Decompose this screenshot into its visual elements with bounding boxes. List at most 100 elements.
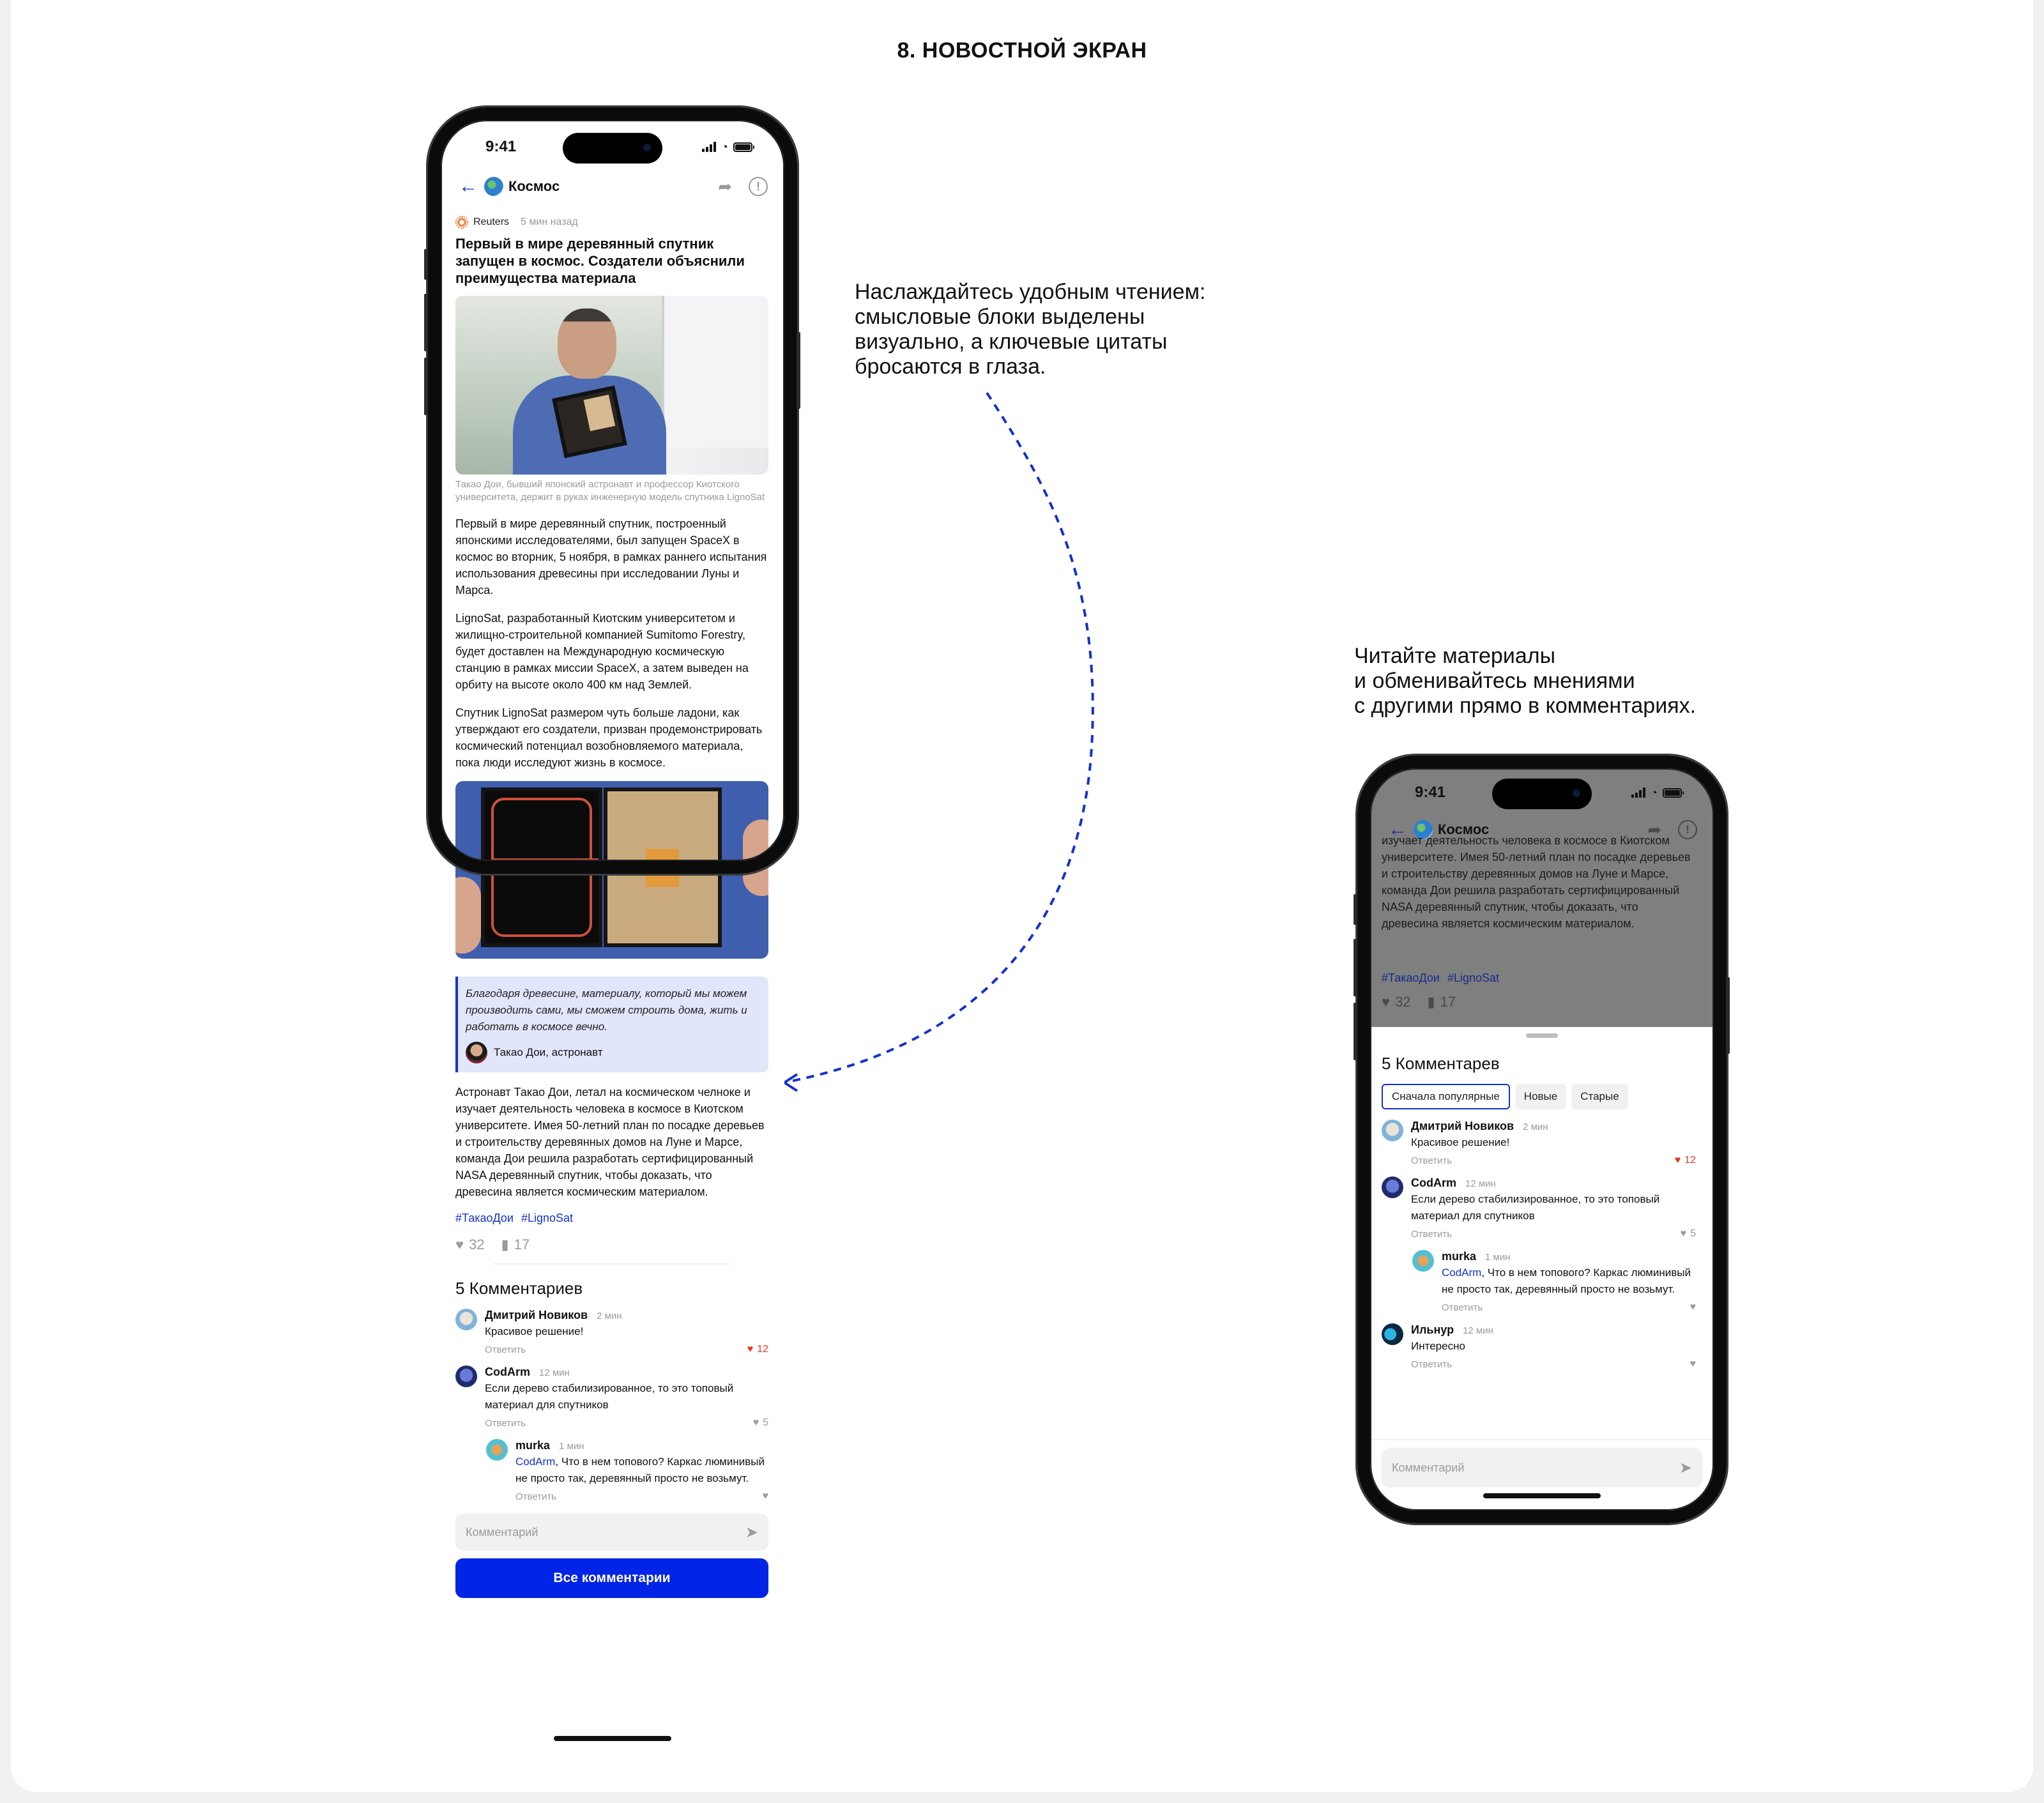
tags: #ТакаоДои #LignoSat bbox=[455, 1212, 768, 1225]
reply-button[interactable]: Ответить bbox=[1411, 1155, 1453, 1166]
reply-button[interactable]: Ответить bbox=[1411, 1228, 1453, 1240]
report-icon[interactable]: ! bbox=[1678, 820, 1697, 839]
reply-button[interactable]: Ответить bbox=[485, 1417, 526, 1429]
comment-author[interactable]: CodArm bbox=[485, 1366, 530, 1378]
mention-link[interactable]: CodArm bbox=[1442, 1267, 1482, 1279]
heart-icon: ♥ bbox=[1680, 1228, 1687, 1239]
globe-icon bbox=[484, 177, 503, 196]
comment-author[interactable]: Ильнур bbox=[1411, 1323, 1454, 1336]
comment-like-button[interactable]: ♥ bbox=[1690, 1358, 1697, 1370]
reply-button[interactable]: Ответить bbox=[485, 1344, 526, 1355]
tag-link[interactable]: #ТакаоДои bbox=[1382, 971, 1440, 984]
comment-text: CodArm, Что в нем топового? Каркас люмин… bbox=[515, 1454, 768, 1487]
mention-link[interactable]: CodArm bbox=[515, 1456, 556, 1468]
comment-time: 12 мин bbox=[1465, 1178, 1496, 1189]
status-bar: 9:41 ◔ bbox=[441, 128, 784, 166]
send-icon[interactable]: ➤ bbox=[1679, 1459, 1692, 1477]
phone-side-button bbox=[1726, 977, 1730, 1054]
comment-item: CodArm 12 мин Если дерево стабилизированн… bbox=[455, 1366, 768, 1429]
avatar[interactable] bbox=[1412, 1250, 1434, 1272]
sort-chip-new[interactable]: Новые bbox=[1514, 1084, 1567, 1109]
comment-input[interactable]: Комментарий ➤ bbox=[455, 1514, 768, 1551]
bookmark-icon: ▮ bbox=[1427, 994, 1435, 1010]
wifi-icon: ◔ bbox=[1651, 786, 1658, 799]
nav-bar: ← Космос ➦ ! bbox=[441, 167, 784, 206]
bookmark-button[interactable]: ▮17 bbox=[1428, 994, 1456, 1010]
share-icon[interactable]: ➦ bbox=[718, 176, 732, 196]
tag-link[interactable]: #LignoSat bbox=[521, 1212, 574, 1224]
source-name[interactable]: Reuters bbox=[473, 217, 510, 227]
comments-sheet: 5 Комментарев Сначала популярные Новые С… bbox=[1370, 1027, 1714, 1510]
sort-chip-popular[interactable]: Сначала популярные bbox=[1382, 1084, 1510, 1109]
all-comments-button[interactable]: Все комментарии bbox=[455, 1558, 768, 1598]
home-indicator bbox=[1483, 1493, 1601, 1498]
comment-text: Если дерево стабилизированное, то это то… bbox=[485, 1382, 734, 1411]
comment-author[interactable]: Дмитрий Новиков bbox=[485, 1309, 588, 1321]
comment-author[interactable]: Дмитрий Новиков bbox=[1411, 1120, 1514, 1132]
phone-side-button bbox=[424, 358, 428, 415]
sort-chip-old[interactable]: Старые bbox=[1571, 1084, 1628, 1109]
comment-like-button[interactable]: ♥ bbox=[763, 1491, 769, 1502]
avatar[interactable] bbox=[455, 1309, 477, 1330]
likes-count: 32 bbox=[469, 1236, 485, 1252]
avatar[interactable] bbox=[1382, 1176, 1403, 1198]
comment-time: 12 мин bbox=[539, 1367, 570, 1378]
like-button[interactable]: ♥32 bbox=[1382, 994, 1411, 1010]
comment-author[interactable]: murka bbox=[1442, 1250, 1477, 1263]
annotation-reading: Наслаждайтесь удобным чтением: смысловые… bbox=[855, 280, 1206, 379]
comment-author[interactable]: murka bbox=[515, 1439, 551, 1452]
phone-side-button bbox=[424, 294, 428, 351]
avatar[interactable] bbox=[1382, 1120, 1403, 1141]
like-count: 5 bbox=[763, 1417, 768, 1428]
heart-icon: ♥ bbox=[762, 1491, 769, 1502]
comment-author[interactable]: CodArm bbox=[1411, 1176, 1456, 1189]
report-icon[interactable]: ! bbox=[749, 177, 768, 196]
tag-link[interactable]: #ТакаоДои bbox=[455, 1212, 514, 1224]
comment-text: Если дерево стабилизированное, то это то… bbox=[1411, 1193, 1660, 1222]
like-count: 12 bbox=[1684, 1155, 1696, 1166]
quote-text: Благодаря древесине, материалу, который … bbox=[466, 987, 747, 1033]
article-stats: ♥32 ▮17 bbox=[1382, 994, 1695, 1010]
sheet-grabber[interactable] bbox=[1526, 1033, 1558, 1038]
comments-title: 5 Комментариев bbox=[455, 1279, 583, 1298]
source-row: Reuters 5 мин назад bbox=[455, 216, 768, 229]
reply-button[interactable]: Ответить bbox=[515, 1491, 557, 1502]
comment-like-button[interactable]: ♥ bbox=[1690, 1302, 1697, 1313]
arrow-left-icon[interactable]: ← bbox=[1388, 819, 1407, 840]
tags: #ТакаоДои #LignoSat bbox=[1382, 971, 1695, 985]
photo-caption: Такао Дои, бывший японский астронавт и п… bbox=[455, 479, 765, 503]
reply-button[interactable]: Ответить bbox=[1442, 1302, 1483, 1313]
comment-like-button[interactable]: ♥5 bbox=[753, 1417, 768, 1429]
page-title: 8. НОВОСТНОЙ ЭКРАН bbox=[897, 38, 1147, 63]
heart-icon: ♥ bbox=[455, 1236, 464, 1252]
like-button[interactable]: ♥ 32 bbox=[455, 1236, 485, 1253]
comment-like-button[interactable]: ♥12 bbox=[1675, 1155, 1696, 1166]
bookmark-button[interactable]: ▮ 17 bbox=[501, 1236, 530, 1253]
channel-title[interactable]: Космос bbox=[1438, 821, 1490, 837]
comment-input-placeholder: Комментарий bbox=[1392, 1461, 1465, 1474]
share-icon[interactable]: ➦ bbox=[1647, 819, 1661, 839]
battery-icon bbox=[1663, 787, 1684, 798]
article-photo-satellite bbox=[455, 781, 768, 959]
avatar[interactable] bbox=[455, 1366, 477, 1387]
comment-like-button[interactable]: ♥5 bbox=[1681, 1228, 1696, 1240]
avatar[interactable] bbox=[486, 1439, 508, 1461]
comment-like-button[interactable]: ♥12 bbox=[747, 1344, 768, 1355]
comments-sheet-title: 5 Комментарев bbox=[1382, 1054, 1500, 1073]
arrow-left-icon[interactable]: ← bbox=[459, 176, 478, 197]
comment-input[interactable]: Комментарий ➤ bbox=[1382, 1448, 1702, 1487]
sort-chips: Сначала популярные Новые Старые bbox=[1382, 1084, 1696, 1109]
tag-link[interactable]: #LignoSat bbox=[1447, 971, 1500, 984]
comments-sheet-content: 5 Комментарев Сначала популярные Новые С… bbox=[1382, 1041, 1696, 1370]
heart-icon: ♥ bbox=[752, 1417, 759, 1428]
reply-button[interactable]: Ответить bbox=[1411, 1358, 1453, 1370]
avatar[interactable] bbox=[1382, 1323, 1403, 1345]
phone-side-button bbox=[424, 249, 428, 280]
home-indicator bbox=[554, 1736, 671, 1741]
channel-title[interactable]: Космос bbox=[508, 178, 560, 194]
send-icon[interactable]: ➤ bbox=[745, 1523, 758, 1541]
heart-icon: ♥ bbox=[747, 1344, 754, 1355]
heart-icon: ♥ bbox=[1689, 1302, 1697, 1312]
